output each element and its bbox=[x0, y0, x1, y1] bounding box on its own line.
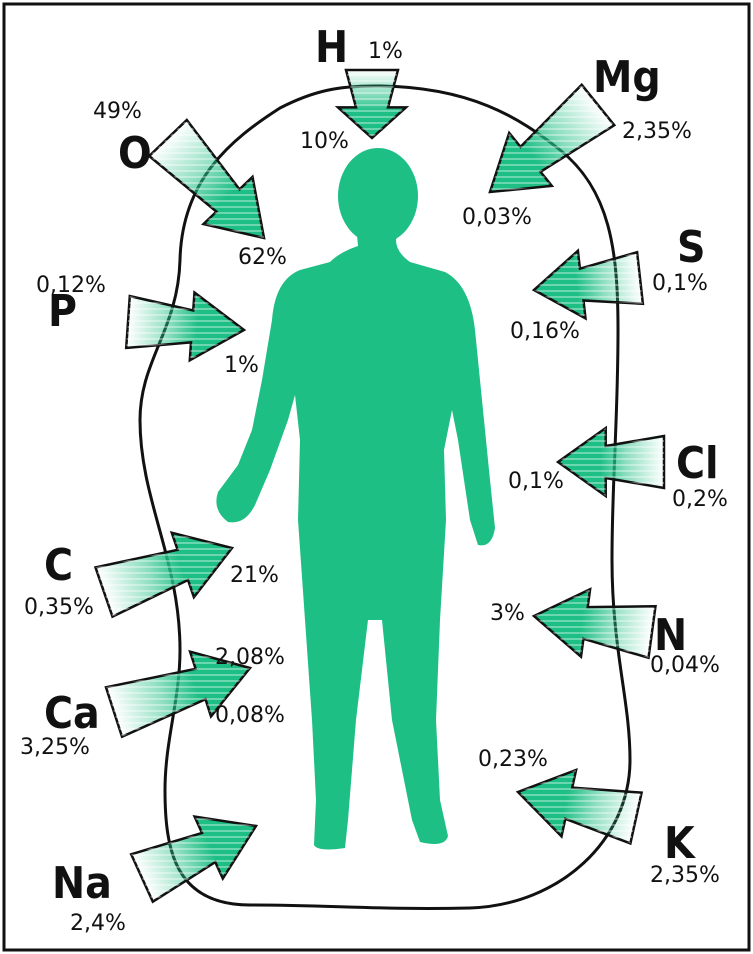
element-symbol-o: O bbox=[118, 128, 152, 179]
environment-percent-s: 0,1% bbox=[652, 271, 708, 296]
environment-percent-n: 0,04% bbox=[650, 653, 720, 678]
element-symbol-na: Na bbox=[52, 858, 112, 909]
body-percent-p: 1% bbox=[224, 353, 259, 378]
environment-percent-p: 0,12% bbox=[36, 273, 106, 298]
environment-percent-o: 49% bbox=[93, 99, 142, 124]
element-symbol-k: K bbox=[664, 818, 696, 869]
body-percent-mg: 0,03% bbox=[462, 205, 532, 230]
environment-percent-na: 2,4% bbox=[70, 911, 126, 936]
body-percent-n: 3% bbox=[490, 601, 525, 626]
body-percent-cl: 0,1% bbox=[508, 469, 564, 494]
environment-percent-k: 2,35% bbox=[650, 863, 720, 888]
body-percent-o: 62% bbox=[238, 245, 287, 270]
body-percent-na: 0,08% bbox=[215, 703, 285, 728]
element-symbol-ca: Ca bbox=[44, 688, 100, 739]
body-percent-k: 0,23% bbox=[478, 747, 548, 772]
environment-percent-h: 1% bbox=[368, 39, 403, 64]
element-symbol-mg: Mg bbox=[593, 52, 661, 103]
environment-percent-cl: 0,2% bbox=[672, 487, 728, 512]
body-percent-ca: 2,08% bbox=[215, 645, 285, 670]
environment-percent-mg: 2,35% bbox=[622, 119, 692, 144]
environment-percent-c: 0,35% bbox=[24, 595, 94, 620]
environment-percent-ca: 3,25% bbox=[20, 735, 90, 760]
element-symbol-c: C bbox=[44, 540, 73, 591]
body-percent-c: 21% bbox=[230, 563, 279, 588]
body-percent-h: 10% bbox=[300, 129, 349, 154]
element-symbol-cl: Cl bbox=[676, 438, 719, 489]
element-symbol-h: H bbox=[315, 22, 348, 73]
element-symbol-s: S bbox=[677, 222, 706, 273]
body-percent-s: 0,16% bbox=[510, 319, 580, 344]
